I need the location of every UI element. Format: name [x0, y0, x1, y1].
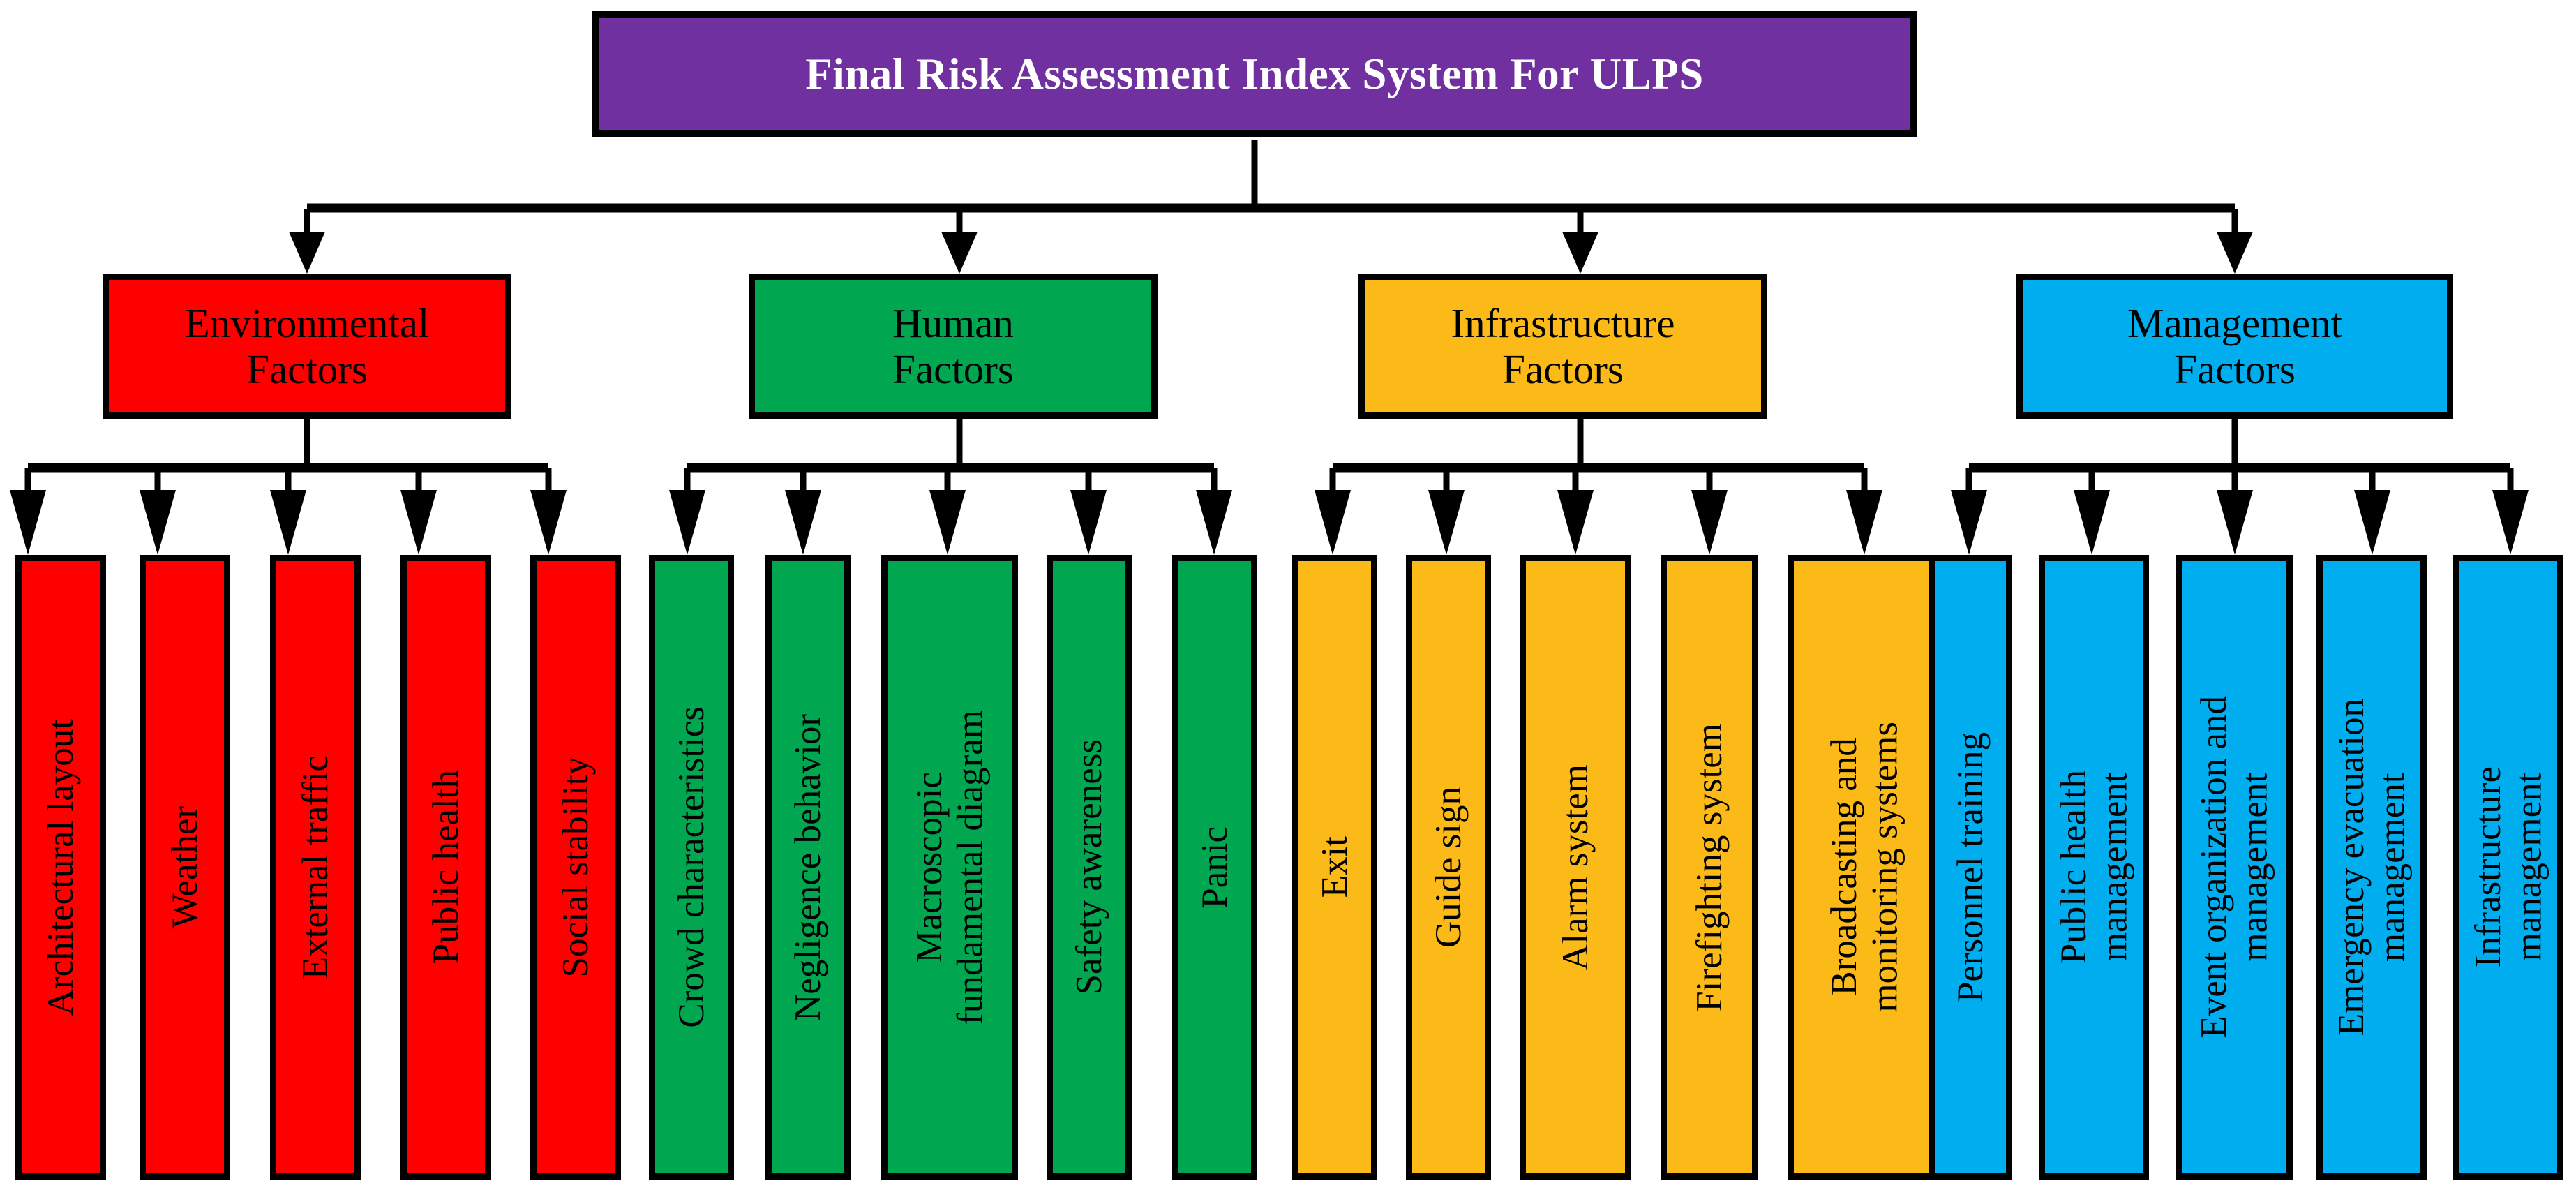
leaf-node-label: Infrastructure management: [2467, 766, 2549, 968]
leaf-node-external-traffic[interactable]: External traffic: [270, 555, 361, 1180]
category-node-environmental-factors[interactable]: Environmental Factors: [103, 274, 511, 419]
leaf-node-label: Public health: [425, 770, 466, 965]
leaf-node-label: Macroscopic fundamental diagram: [908, 709, 990, 1025]
leaf-node-panic[interactable]: Panic: [1172, 555, 1257, 1180]
leaf-node-alarm-system[interactable]: Alarm system: [1520, 555, 1631, 1180]
leaf-node-social-stability[interactable]: Social stability: [530, 555, 621, 1180]
leaf-node-exit[interactable]: Exit: [1292, 555, 1377, 1180]
leaf-node-label: Negligence behavior: [787, 713, 828, 1021]
leaf-node-label: External traffic: [294, 754, 336, 980]
root-node-final-risk-assessment-index-system[interactable]: Final Risk Assessment Index System For U…: [592, 11, 1917, 137]
leaf-node-label: Exit: [1314, 836, 1355, 898]
leaf-node-label: Firefighting system: [1688, 722, 1730, 1012]
leaf-node-label: Guide sign: [1428, 786, 1469, 949]
root-node-label: Final Risk Assessment Index System For U…: [805, 49, 1704, 98]
leaf-node-crowd-characteristics[interactable]: Crowd characteristics: [649, 555, 734, 1180]
leaf-node-broadcasting-and-monitoring-systems[interactable]: Broadcasting and monitoring systems: [1788, 555, 1941, 1180]
leaf-node-firefighting-system[interactable]: Firefighting system: [1661, 555, 1758, 1180]
leaf-node-label: Event organization and management: [2193, 696, 2275, 1039]
leaf-node-label: Public health management: [2053, 770, 2134, 965]
leaf-node-public-health[interactable]: Public health: [400, 555, 491, 1180]
leaf-node-public-health-management[interactable]: Public health management: [2039, 555, 2149, 1180]
leaf-node-label: Panic: [1194, 826, 1235, 909]
leaf-node-label: Broadcasting and monitoring systems: [1823, 722, 1905, 1013]
leaf-node-label: Weather: [164, 805, 205, 929]
leaf-node-infrastructure-management[interactable]: Infrastructure management: [2453, 555, 2563, 1180]
leaf-node-weather[interactable]: Weather: [140, 555, 230, 1180]
category-node-label: Environmental Factors: [184, 299, 430, 392]
leaf-node-safety-awareness[interactable]: Safety awareness: [1047, 555, 1132, 1180]
category-node-label: Infrastructure Factors: [1451, 299, 1675, 392]
category-node-label: Management Factors: [2127, 299, 2342, 392]
leaf-node-event-organization-and-management[interactable]: Event organization and management: [2176, 555, 2293, 1180]
category-node-infrastructure-factors[interactable]: Infrastructure Factors: [1358, 274, 1767, 419]
leaf-node-label: Personnel training: [1949, 731, 1991, 1003]
category-node-human-factors[interactable]: Human Factors: [749, 274, 1158, 419]
leaf-node-emergency-evacuation-management[interactable]: Emergency evacuation management: [2316, 555, 2427, 1180]
category-node-management-factors[interactable]: Management Factors: [2016, 274, 2453, 419]
leaf-node-label: Safety awareness: [1068, 739, 1109, 995]
leaf-node-label: Alarm system: [1555, 764, 1596, 971]
leaf-node-architectural-layout[interactable]: Architectural layout: [15, 555, 106, 1180]
leaf-node-label: Architectural layout: [40, 718, 81, 1016]
leaf-node-label: Social stability: [555, 757, 596, 978]
leaf-node-label: Crowd characteristics: [671, 706, 712, 1028]
leaf-node-guide-sign[interactable]: Guide sign: [1406, 555, 1491, 1180]
leaf-node-personnel-training[interactable]: Personnel training: [1929, 555, 2012, 1180]
category-node-label: Human Factors: [892, 299, 1014, 392]
leaf-node-label: Emergency evacuation management: [2330, 698, 2412, 1036]
leaf-node-macroscopic-fundamental-diagram[interactable]: Macroscopic fundamental diagram: [881, 555, 1018, 1180]
leaf-node-negligence-behavior[interactable]: Negligence behavior: [765, 555, 851, 1180]
